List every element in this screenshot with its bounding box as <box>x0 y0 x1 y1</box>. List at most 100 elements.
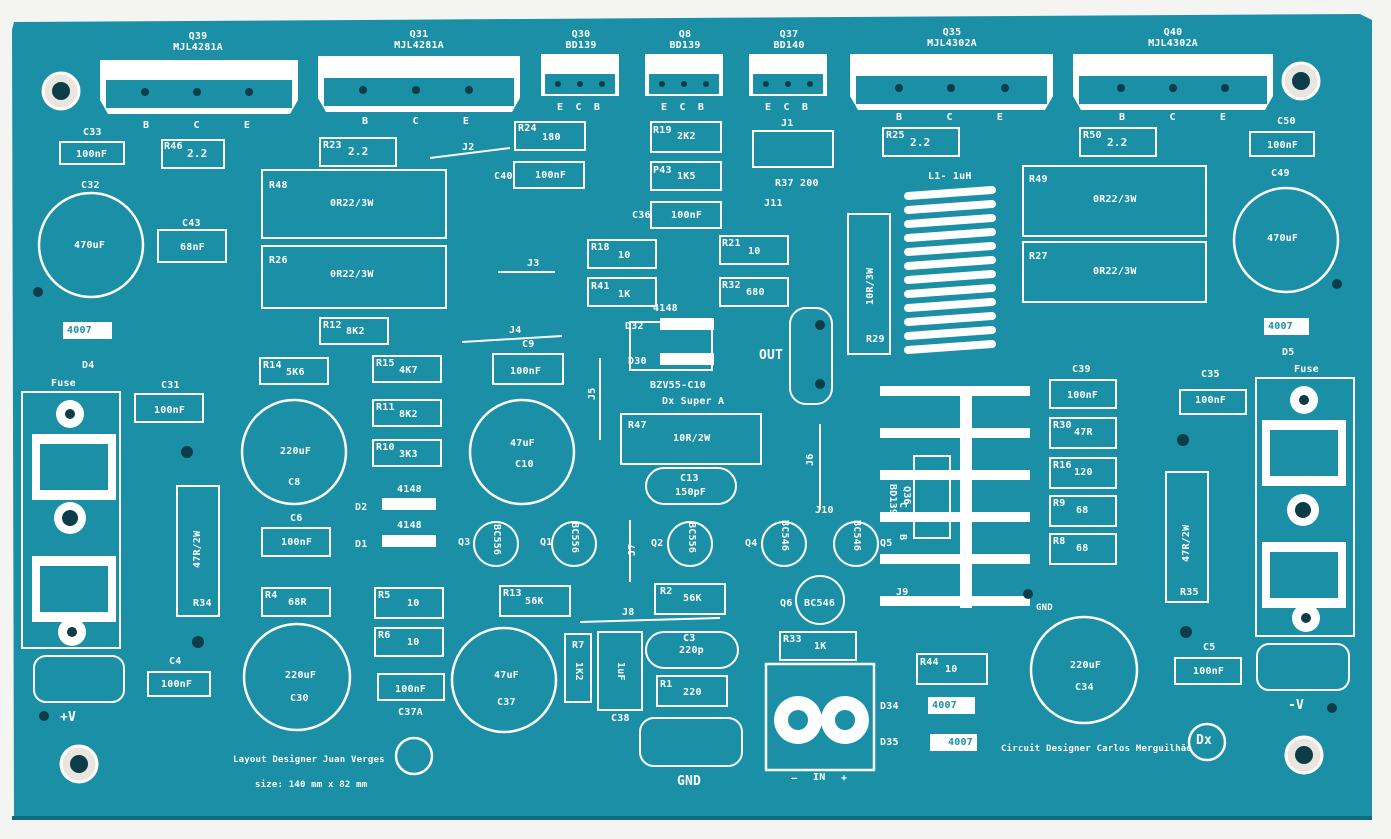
p43-ref: P43 <box>653 165 672 176</box>
r13-value: 56K <box>525 596 544 607</box>
c43-ref: C43 <box>182 218 201 229</box>
q6-ref: Q6 <box>780 598 793 609</box>
q8-part: BD139 <box>669 40 701 51</box>
c50-ref: C50 <box>1277 116 1296 127</box>
j7-label: J7 <box>627 543 638 556</box>
c33-value: 100nF <box>76 149 108 160</box>
r35-value: 47R/2W <box>1181 524 1192 562</box>
q39-part: MJL4281A <box>173 42 223 53</box>
c43-value: 68nF <box>180 242 205 253</box>
r47-ref: R47 <box>628 420 647 431</box>
q1-ref: Q1 <box>540 537 553 548</box>
c38-ref: C38 <box>611 713 630 724</box>
c38-value: 1uF <box>615 662 626 681</box>
c13-value: 150pF <box>675 487 707 498</box>
j6-label: J6 <box>805 453 816 466</box>
d5-value: 4007 <box>1264 318 1309 335</box>
q30-pins: E C B <box>557 102 601 113</box>
c49-ref: C49 <box>1271 168 1290 179</box>
r13-ref: R13 <box>503 588 522 599</box>
r21-value: 10 <box>748 246 761 257</box>
c3-value: 220p <box>679 645 704 656</box>
c34-value: 220uF <box>1070 660 1102 671</box>
q31-pins: B C E <box>362 116 470 127</box>
r7-value: 1K2 <box>573 662 584 681</box>
board-size-label: size: 140 mm x 82 mm <box>255 780 368 790</box>
mounting-holes <box>41 61 1324 784</box>
r35-ref: R35 <box>1180 587 1199 598</box>
q31-ref: Q31 <box>409 29 429 40</box>
r19-value: 2K2 <box>677 131 696 142</box>
r14-value: 5K6 <box>286 367 305 378</box>
r1-ref: R1 <box>660 679 673 690</box>
inductor-label: L1- 1uH <box>928 171 972 182</box>
q6-part: BC546 <box>804 598 836 609</box>
d34-ref: D34 <box>880 701 899 712</box>
c37a-value: 100nF <box>395 684 427 695</box>
q4-part: BC546 <box>779 520 790 552</box>
q37-part: BD140 <box>773 40 805 51</box>
c37-ref: C37 <box>497 697 516 708</box>
q5-part: BC546 <box>851 520 862 552</box>
q40-pins: B C E <box>1119 112 1227 123</box>
r34-value: 47R/2W <box>192 530 203 568</box>
r21-ref: R21 <box>722 238 741 249</box>
vias <box>33 279 1342 721</box>
j2-label: J2 <box>462 142 475 153</box>
r30-value: 47R <box>1074 427 1093 438</box>
d30-ref: D30 <box>628 356 647 367</box>
r9-value: 68 <box>1076 505 1089 516</box>
c31-ref: C31 <box>161 380 180 391</box>
c35-ref: C35 <box>1201 369 1220 380</box>
q31-part: MJL4281A <box>394 40 444 51</box>
c31-value: 100nF <box>154 405 186 416</box>
r11-ref: R11 <box>376 402 395 413</box>
ground-main-label: GND <box>677 774 702 789</box>
j8-label: J8 <box>622 607 635 618</box>
r12-value: 8K2 <box>346 326 365 337</box>
p43-value: 1K5 <box>677 171 696 182</box>
r15-ref: R15 <box>376 358 395 369</box>
r24-ref: R24 <box>518 123 537 134</box>
r32-value: 680 <box>746 287 765 298</box>
c40-value: 100nF <box>535 170 567 181</box>
d32-value: 4148 <box>653 303 678 314</box>
c33-ref: C33 <box>83 127 102 138</box>
r44-ref: R44 <box>920 657 939 668</box>
q2-ref: Q2 <box>651 538 664 549</box>
c8-ref: C8 <box>288 477 301 488</box>
r23-ref: R23 <box>323 140 342 151</box>
d34-value: 4007 <box>928 697 975 714</box>
q8-ref: Q8 <box>678 29 692 40</box>
c5-value: 100nF <box>1193 666 1225 677</box>
r25-ref: R25 <box>886 130 905 141</box>
supply-pos-label: +V <box>60 710 77 725</box>
r11-value: 8K2 <box>399 409 418 420</box>
j10-label: J10 <box>815 505 834 516</box>
q37-ref: Q37 <box>779 29 799 40</box>
d1-ref: D1 <box>355 539 368 550</box>
d30-body <box>660 353 714 365</box>
c32-value: 470uF <box>74 240 106 251</box>
c6-value: 100nF <box>281 537 313 548</box>
r6-ref: R6 <box>378 630 391 641</box>
c50-value: 100nF <box>1267 140 1299 151</box>
r5-value: 10 <box>407 598 420 609</box>
component-outlines <box>59 121 1315 711</box>
c39-value: 100nF <box>1067 390 1099 401</box>
r8-ref: R8 <box>1053 536 1066 547</box>
d4-ref: D4 <box>82 360 95 371</box>
c34-ref: C34 <box>1075 682 1094 693</box>
r41-ref: R41 <box>591 281 610 292</box>
c4-value: 100nF <box>161 679 193 690</box>
r32-ref: R32 <box>722 280 741 291</box>
r33-ref: R33 <box>783 634 802 645</box>
r44-value: 10 <box>945 664 958 675</box>
d4-value: 4007 <box>63 322 112 339</box>
q3-ref: Q3 <box>458 537 471 548</box>
fuse-holders <box>21 377 1355 767</box>
d2-value: 4148 <box>397 484 422 495</box>
r30-ref: R30 <box>1053 420 1072 431</box>
fuse-left-label: Fuse <box>51 378 76 389</box>
r33-value: 1K <box>814 641 827 652</box>
